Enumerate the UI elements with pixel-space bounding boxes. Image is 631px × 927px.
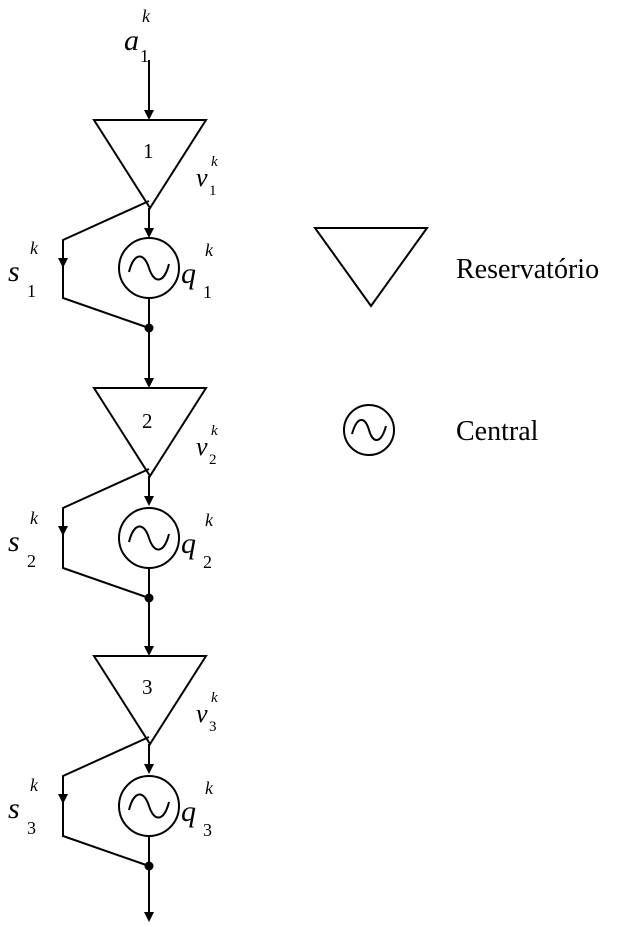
svg-text:k: k (205, 240, 214, 260)
reservoir-3-number: 3 (142, 675, 153, 699)
svg-text:1: 1 (203, 282, 212, 302)
inflow-var: a (124, 24, 139, 57)
turbine-1-arrowhead (144, 228, 154, 238)
spill-3-label: s k 3 (8, 775, 39, 838)
spill-1-label: s k 1 (8, 238, 39, 301)
svg-text:2: 2 (203, 552, 212, 572)
svg-text:k: k (211, 423, 218, 439)
svg-text:s: s (8, 255, 20, 288)
turbine-2-arrowhead (144, 496, 154, 506)
svg-text:q: q (181, 527, 196, 560)
svg-text:2: 2 (27, 551, 36, 571)
reservoir-2-triangle (92, 387, 208, 478)
sine-wave-icon (128, 525, 170, 551)
inflow-label: a k 1 (124, 6, 151, 66)
stage-1: 1 v k 1 q k 1 s k 1 (8, 119, 218, 388)
svg-text:3: 3 (203, 820, 212, 840)
reservoir-2-number: 2 (142, 409, 153, 433)
inflow-sub: 1 (140, 46, 149, 66)
stage-2: 2 v k 2 q k 2 s k 2 (8, 387, 218, 656)
svg-text:k: k (205, 510, 214, 530)
spillway-1-path (62, 200, 150, 329)
svg-text:k: k (30, 775, 39, 795)
outflow-3-arrowhead (144, 912, 154, 922)
volume-2-label: v k 2 (196, 423, 218, 468)
svg-text:k: k (30, 508, 39, 528)
legend-plant-label: Central (456, 416, 539, 447)
spillway-2-path (62, 468, 150, 599)
volume-3-label: v k 3 (196, 690, 218, 735)
svg-text:q: q (181, 795, 196, 828)
legend-reservoir-icon (313, 227, 429, 308)
sine-wave-icon (128, 255, 170, 281)
spillway-3-path (62, 736, 150, 867)
flow-1-label: q k 1 (181, 240, 214, 302)
spillway-3-arrowhead (58, 794, 68, 804)
svg-text:v: v (196, 432, 208, 461)
inflow-arrowhead (144, 110, 154, 120)
flow-2-label: q k 2 (181, 510, 214, 572)
sine-wave-icon (128, 793, 170, 819)
volume-1-label: v k 1 (196, 154, 218, 199)
legend: Reservatório Central (313, 227, 599, 456)
svg-text:k: k (211, 154, 218, 170)
svg-text:1: 1 (209, 183, 217, 199)
reservoir-1-number: 1 (143, 139, 154, 163)
svg-text:s: s (8, 792, 20, 825)
stage-3: 3 v k 3 q k 3 s k 3 (8, 655, 218, 922)
svg-text:k: k (211, 690, 218, 706)
svg-text:v: v (196, 699, 208, 728)
svg-text:3: 3 (27, 818, 36, 838)
spillway-1-arrowhead (58, 258, 68, 268)
legend-reservoir-label: Reservatório (456, 254, 599, 285)
svg-text:3: 3 (209, 719, 217, 735)
svg-text:1: 1 (27, 281, 36, 301)
inflow-sup: k (142, 6, 151, 26)
outflow-2-arrowhead (144, 646, 154, 656)
reservoir-3-triangle (92, 655, 208, 746)
svg-text:v: v (196, 163, 208, 192)
turbine-3-arrowhead (144, 764, 154, 774)
reservoir-1-triangle (92, 119, 208, 210)
svg-text:k: k (205, 778, 214, 798)
outflow-1-arrowhead (144, 378, 154, 388)
sine-wave-icon (351, 419, 387, 441)
svg-text:s: s (8, 525, 20, 558)
spill-2-label: s k 2 (8, 508, 39, 571)
spillway-2-arrowhead (58, 526, 68, 536)
svg-text:q: q (181, 257, 196, 290)
svg-text:k: k (30, 238, 39, 258)
svg-text:2: 2 (209, 452, 217, 468)
flow-3-label: q k 3 (181, 778, 214, 840)
